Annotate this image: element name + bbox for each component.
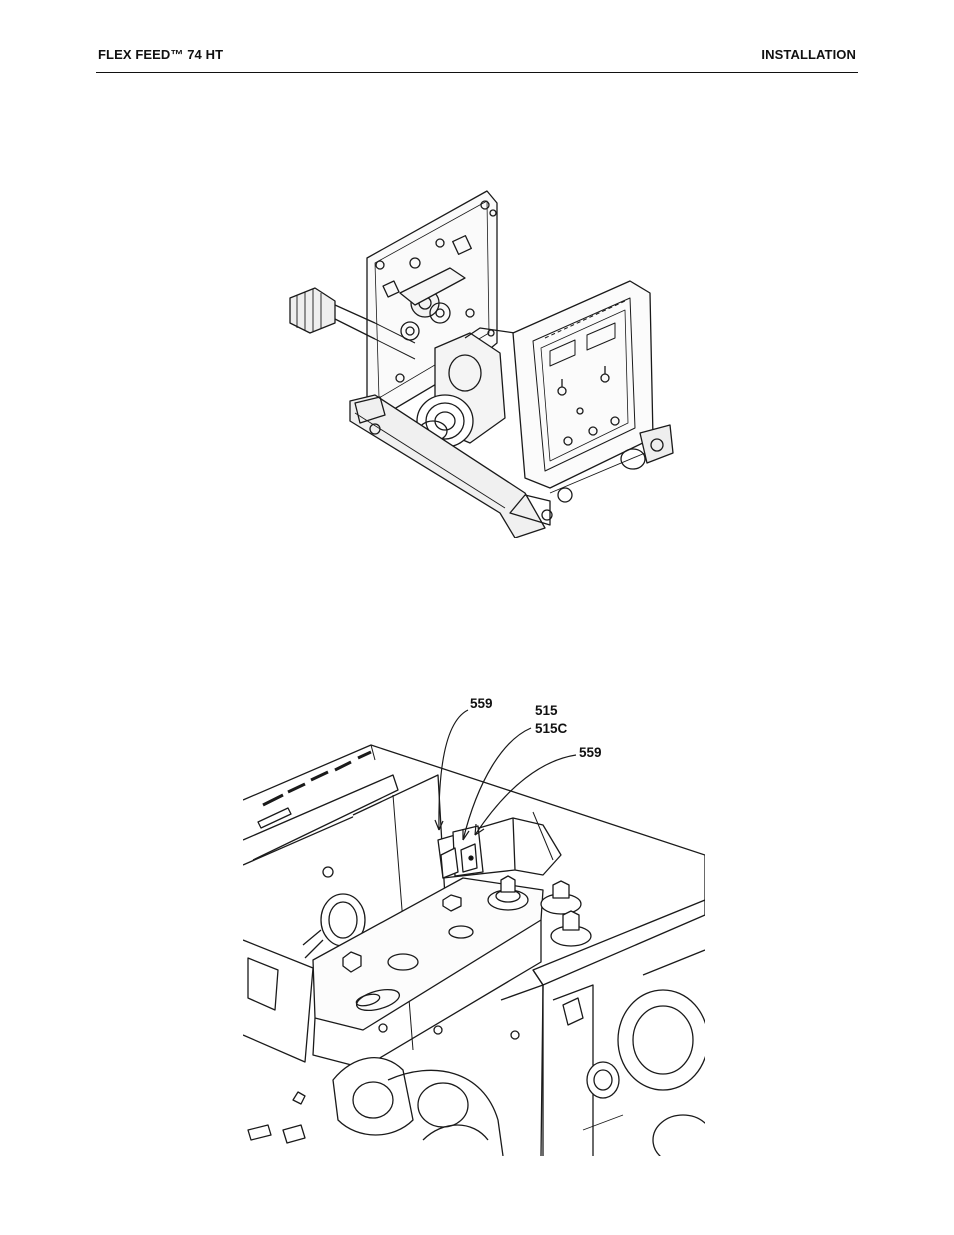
page-header: FLEX FEED™ 74 HT INSTALLATION xyxy=(96,46,858,73)
callout-559-left: 559 xyxy=(470,697,493,712)
interior-wiring-detail-illustration: 559 515 515C 559 xyxy=(243,700,705,1156)
callout-515c: 515C xyxy=(535,722,567,737)
header-section-title: INSTALLATION xyxy=(761,47,856,62)
wire-feeder-assembly-illustration xyxy=(275,183,675,538)
callout-515: 515 xyxy=(535,704,558,719)
callout-559-right: 559 xyxy=(579,746,602,761)
header-product-title: FLEX FEED™ 74 HT xyxy=(98,47,223,62)
